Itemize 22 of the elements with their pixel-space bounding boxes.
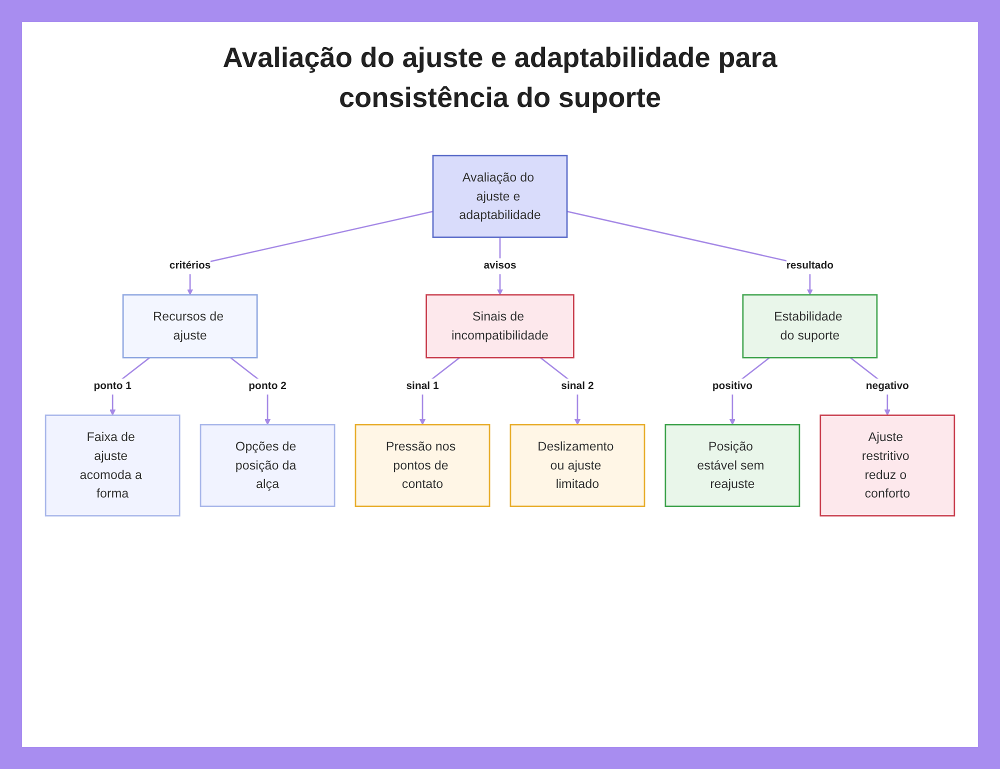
node-box: Recursos de ajuste <box>122 294 258 358</box>
edge-label: positivo <box>712 380 753 392</box>
arrow <box>566 210 813 296</box>
edge-label: avisos <box>484 260 516 272</box>
edge-label: ponto 1 <box>94 380 132 392</box>
edge-label: sinal 2 <box>561 380 594 392</box>
edge-label: negativo <box>866 380 909 392</box>
node-box: Avaliação do ajuste e adaptabilidade <box>432 154 568 238</box>
arrow <box>187 210 434 296</box>
node-box: Ajuste restritivo reduz o conforto <box>820 414 956 516</box>
diagram-title: Avaliação do ajuste e adaptabilidade para consistência do suporte <box>222 41 778 115</box>
node-box: Posição estável sem reajuste <box>664 424 800 508</box>
edge-label: critérios <box>169 260 211 272</box>
node-box: Deslizamento ou ajuste limitado <box>510 424 646 508</box>
node-box: Sinais de incompatibilidade <box>426 294 574 358</box>
node-box: Faixa de ajuste acomoda a forma <box>44 414 180 516</box>
node-box: Estabilidade do suporte <box>742 294 878 358</box>
edge-label: sinal 1 <box>406 380 439 392</box>
edge-label: resultado <box>786 260 834 272</box>
node-box: Opções de posição da alça <box>200 424 336 508</box>
node-box: Pressão nos pontos de contato <box>354 424 490 508</box>
edge-label: ponto 2 <box>248 380 286 392</box>
